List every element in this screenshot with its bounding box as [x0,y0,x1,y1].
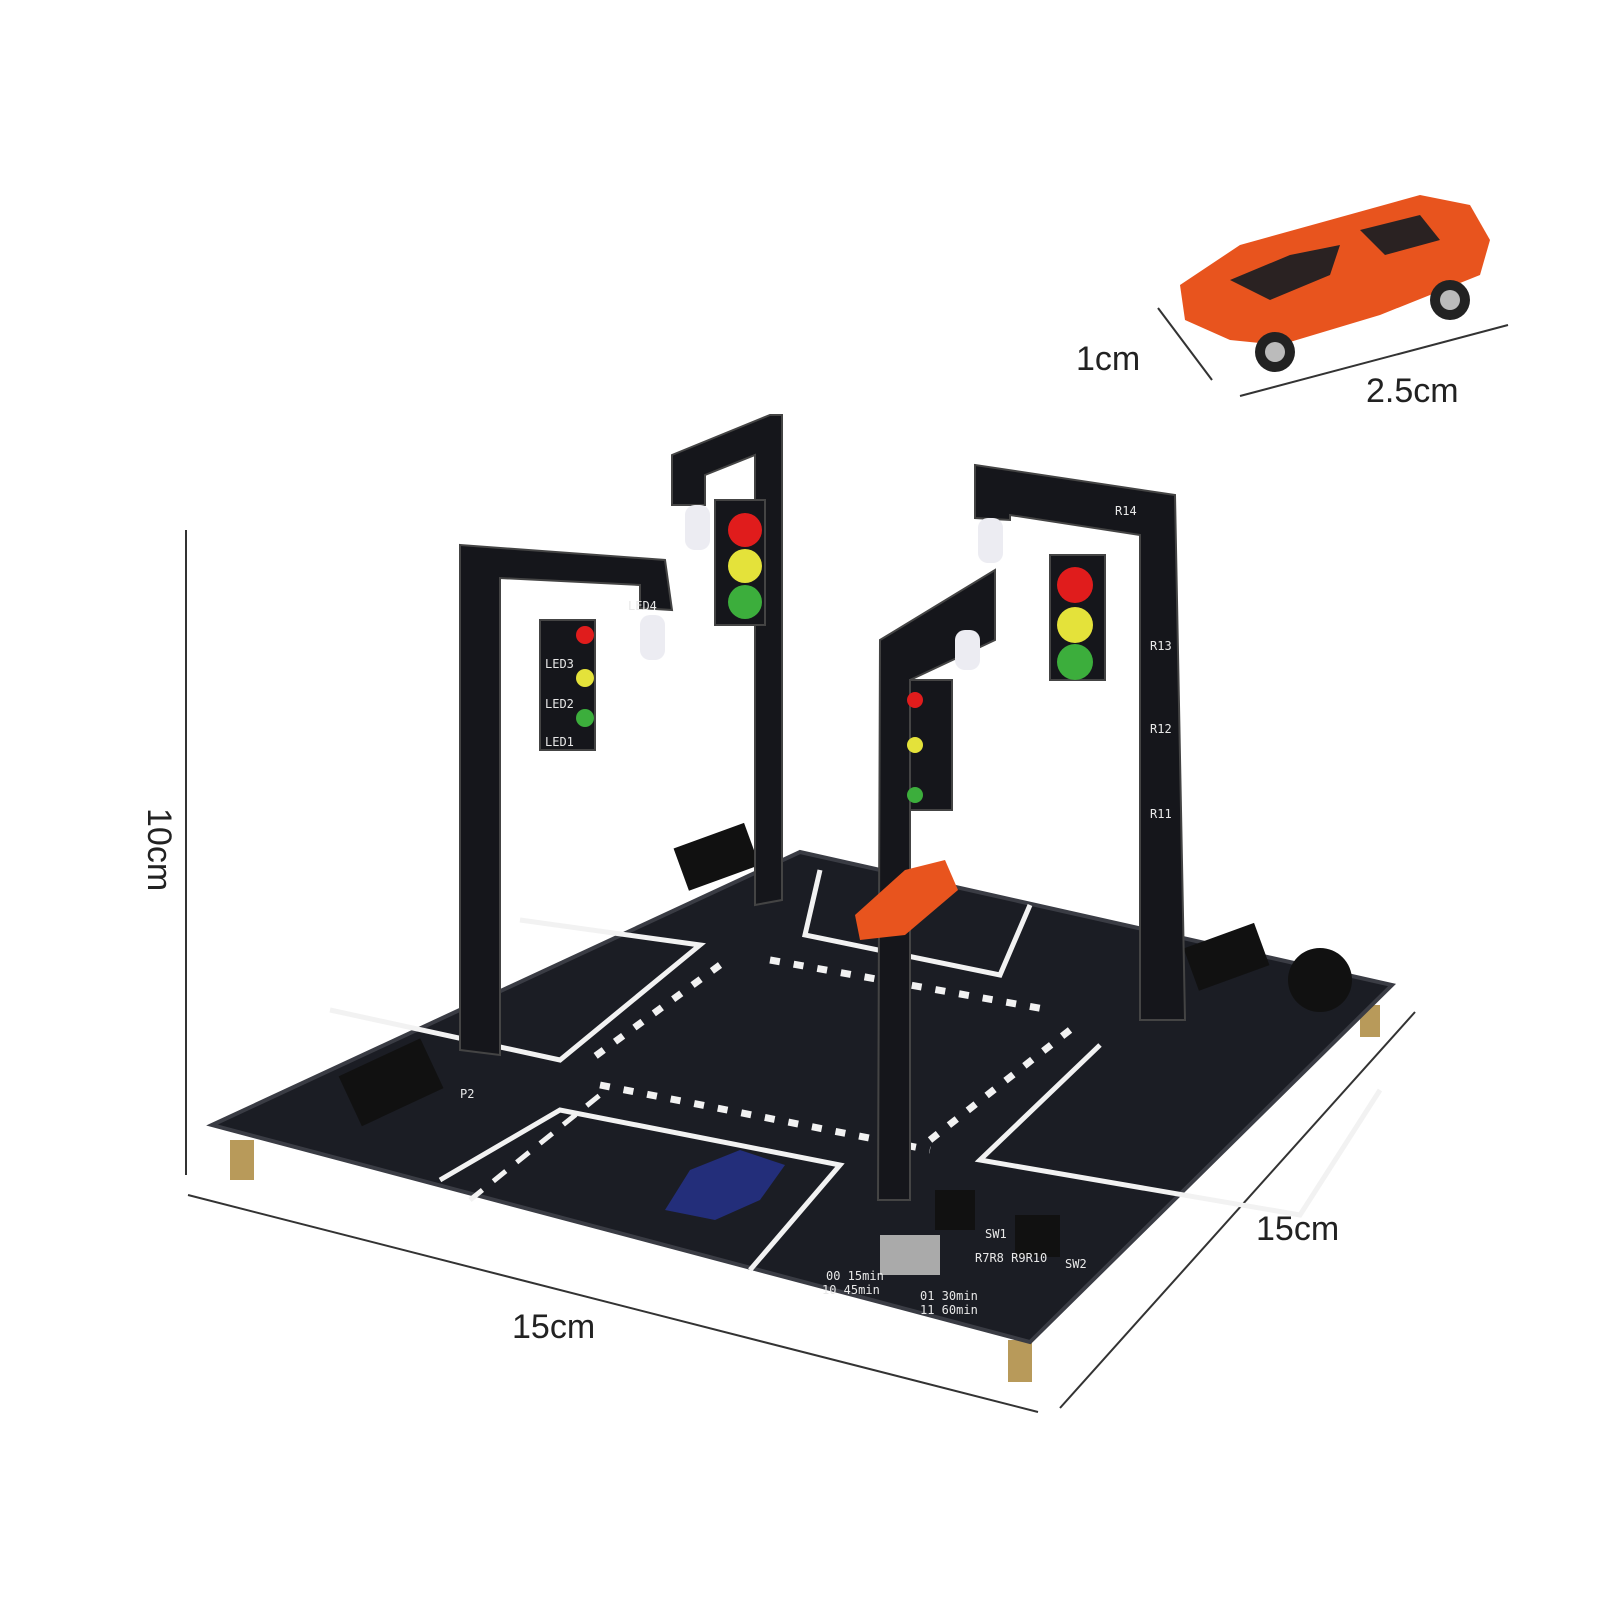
silk-led1: LED1 [545,735,574,749]
toy-car-blue [665,1150,785,1220]
silk-led3: LED3 [545,657,574,671]
silk-r11: R11 [1150,807,1172,821]
silk-r14: R14 [1115,504,1137,518]
silk-timer-11: 11 60min [920,1303,978,1317]
standoffs [230,1005,1380,1382]
silk-timer-10: 10 45min [822,1283,880,1297]
silk-timer-00: 00 15min [826,1269,884,1283]
road-markings [329,869,1383,1272]
pcb-board [206,849,1397,1345]
ic-chips [338,822,1352,1127]
car-width-label: 1cm [1076,340,1140,378]
silk-led2: LED2 [545,697,574,711]
silk-led4: LED4 [628,599,657,613]
silk-p2: P2 [460,1087,474,1101]
silk-r13: R13 [1150,639,1172,653]
board-front-label: 15cm [512,1308,595,1346]
push-buttons [880,1190,1060,1275]
reference-car [1180,195,1490,372]
leds [576,505,1093,803]
dimension-lines [185,307,1509,1413]
car-length-label: 2.5cm [1366,372,1459,410]
silk-resistors: R7R8 R9R10 [975,1251,1047,1265]
silk-timer-01: 01 30min [920,1289,978,1303]
silk-r12: R12 [1150,722,1172,736]
toy-car-orange [855,860,958,940]
silk-sw2: SW2 [1065,1257,1087,1271]
silk-sw1: SW1 [985,1227,1007,1241]
traffic-light-poles [459,414,1187,1201]
crosswalks [587,956,1073,1154]
height-label: 10cm [140,808,178,891]
